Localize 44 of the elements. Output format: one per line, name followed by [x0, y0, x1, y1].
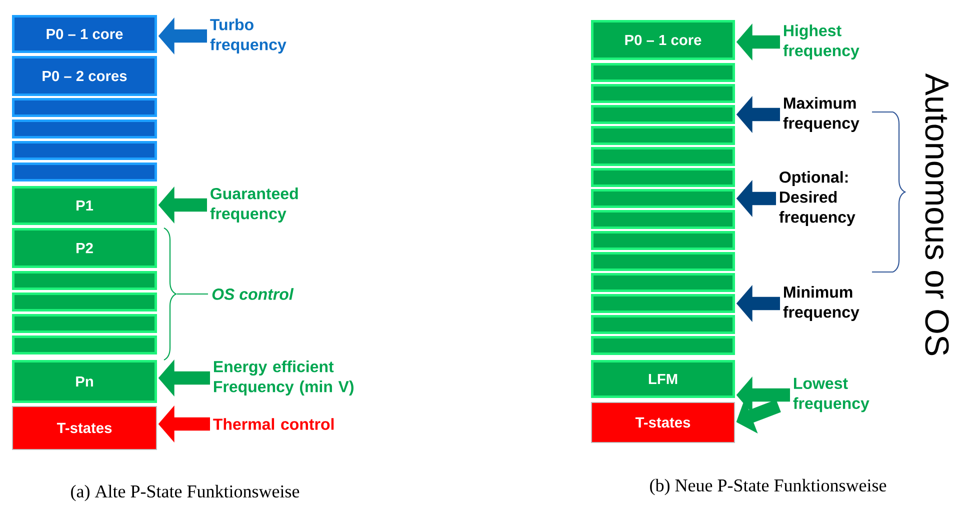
- state-box: P0 – 1 core: [12, 15, 157, 53]
- state-bar: [591, 84, 735, 103]
- caption: (b) Neue P-State Funktionsweise: [650, 478, 886, 496]
- state-bar: [591, 294, 735, 314]
- state-bar: [591, 231, 735, 250]
- state-box: Pn: [12, 360, 157, 404]
- state-bar: [12, 120, 157, 138]
- state-bar: [591, 147, 735, 166]
- arrow-label: Turbo frequency: [210, 18, 286, 54]
- state-bar: [591, 126, 735, 145]
- state-bar: [591, 105, 735, 124]
- brace-label: OS control: [212, 288, 294, 300]
- state-bar: [591, 189, 735, 208]
- arrow-label: Minimum frequency: [783, 286, 860, 321]
- state-bar: [12, 271, 157, 290]
- arrow-label: Energy efficient Frequency (min V): [214, 360, 354, 396]
- state-box: T-states: [591, 402, 735, 443]
- state-bar: [12, 314, 157, 334]
- state-bar: [591, 168, 735, 187]
- state-box: P1: [12, 186, 157, 225]
- side-label: Autonomous or OS: [925, 73, 949, 356]
- arrow-label: Highest frequency: [783, 24, 860, 60]
- state-box: T-states: [12, 406, 157, 450]
- state-box: LFM: [591, 360, 735, 398]
- arrow-label: Lowest frequency: [793, 378, 870, 412]
- state-box: P0 – 2 cores: [12, 56, 157, 96]
- state-bar: [591, 210, 735, 229]
- state-bar: [12, 336, 157, 354]
- state-bar: [591, 273, 735, 292]
- arrow-label: Guaranteed frequency: [210, 188, 298, 222]
- arrow-label: Thermal control: [213, 418, 334, 430]
- state-bar: [591, 336, 735, 356]
- state-bar: [12, 162, 157, 182]
- state-bar: [12, 292, 157, 312]
- state-bar: [591, 63, 735, 82]
- arrow-label: Maximum frequency: [783, 97, 860, 132]
- state-box: P2: [12, 228, 157, 268]
- state-bar: [591, 252, 735, 271]
- state-bar: [12, 141, 157, 160]
- state-box: P0 – 1 core: [591, 20, 735, 60]
- caption: (a) Alte P-State Funktionsweise: [71, 484, 300, 502]
- arrow-label: Optional: Desired frequency: [779, 171, 856, 226]
- state-bar: [591, 315, 735, 334]
- state-bar: [12, 98, 157, 117]
